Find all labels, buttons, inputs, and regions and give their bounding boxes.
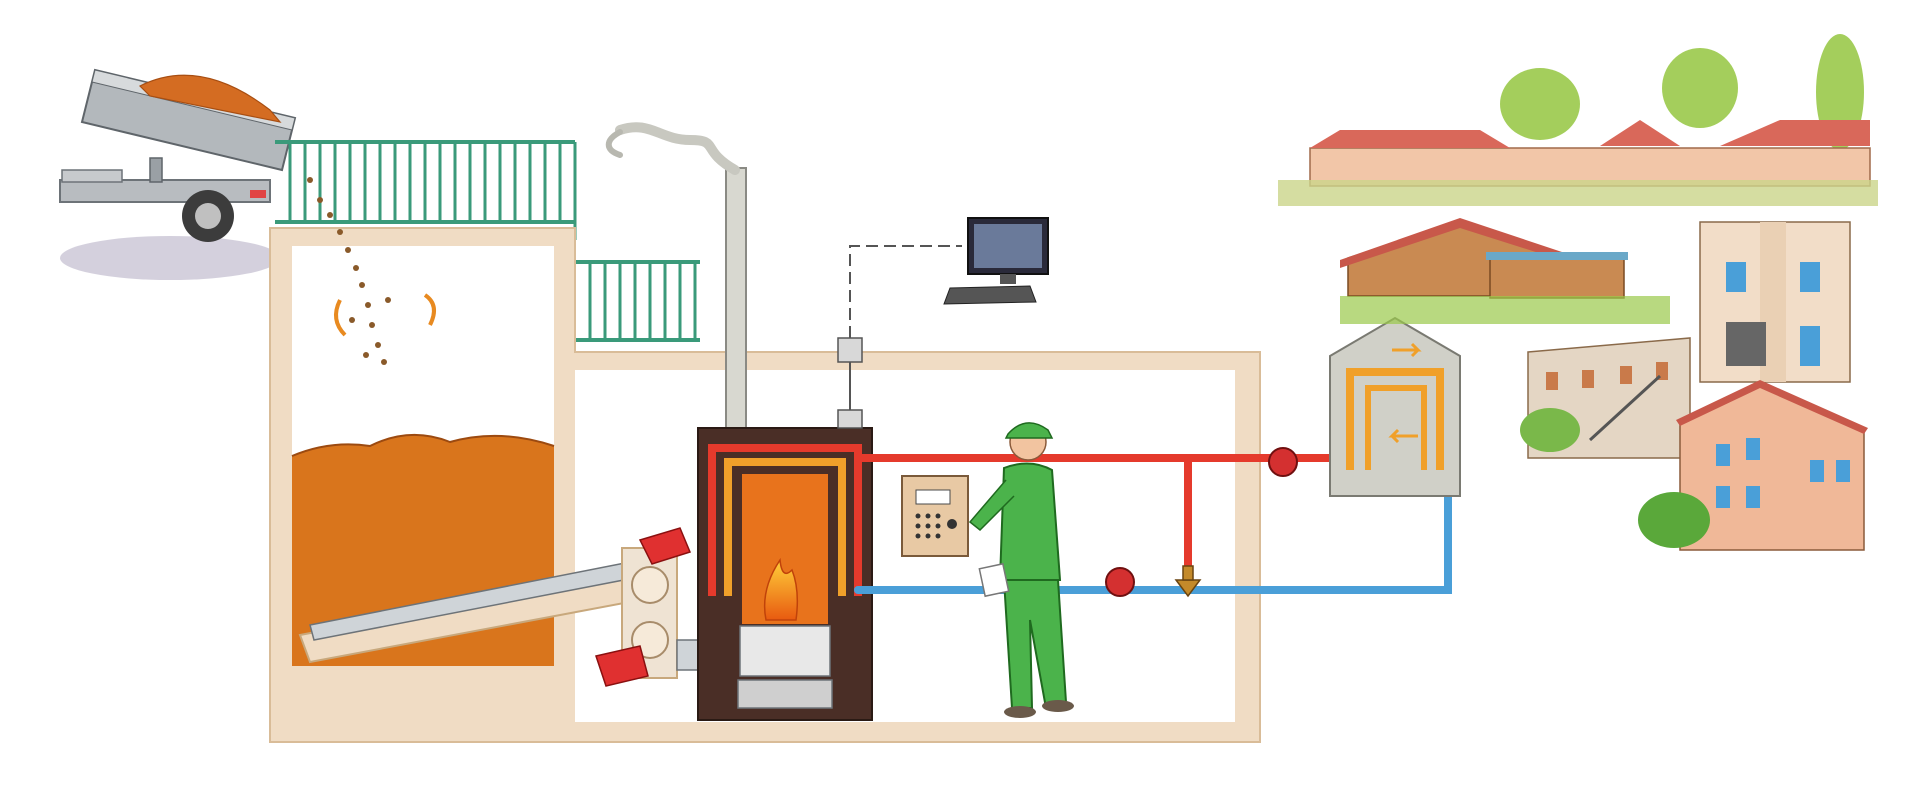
building-row-top <box>1278 34 1878 206</box>
three-way-valve-icon <box>1174 565 1202 598</box>
village-buildings-icon <box>1278 34 1878 551</box>
building-orange-house <box>1638 380 1868 551</box>
circulator-pump-icon <box>1105 447 1298 597</box>
heat-exchanger-substation-icon <box>1329 316 1461 497</box>
building-stone-house <box>1520 337 1691 459</box>
tipper-truck-icon <box>59 68 297 280</box>
keypad-panel-icon <box>901 475 969 557</box>
computer-icon <box>837 217 1049 429</box>
chimney-icon <box>605 122 747 431</box>
building-townhouse <box>1699 221 1851 383</box>
railing-icon <box>275 140 700 342</box>
biomass-boiler-icon <box>697 427 873 721</box>
building-chalet <box>1340 218 1670 324</box>
worker-icon <box>968 422 1074 718</box>
falling-wood-chips <box>307 177 436 365</box>
